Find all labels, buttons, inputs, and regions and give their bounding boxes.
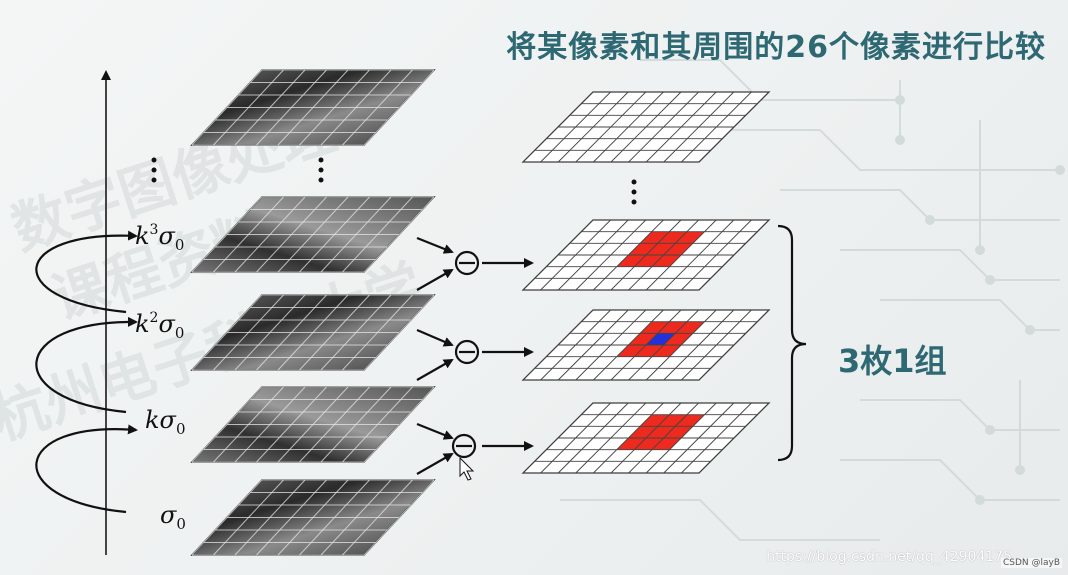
group-label: 3枚1组 [838, 342, 947, 380]
svg-text:kσ0: kσ0 [145, 406, 185, 438]
svg-text:k3σ0: k3σ0 [135, 222, 184, 254]
difference-arrows [416, 236, 534, 475]
scale-curve-arrows [35, 230, 138, 514]
mouse-cursor-icon [459, 456, 475, 481]
svg-text:k2σ0: k2σ0 [135, 310, 184, 342]
gaussian-layer [190, 386, 436, 463]
scale-label-k3: k3σ0 [135, 222, 184, 254]
gaussian-layer [190, 196, 436, 273]
gaussian-layers [190, 69, 436, 556]
dog-layer [521, 219, 771, 291]
gaussian-layer [190, 479, 436, 556]
dog-layer [521, 402, 771, 474]
gaussian-layer [190, 69, 436, 146]
dog-layer [521, 309, 771, 381]
minus-operator-1 [454, 250, 480, 276]
page-title: 将某像素和其周围的26个像素进行比较 [506, 30, 1046, 65]
dog-layers [521, 91, 771, 474]
gaussian-layer [190, 294, 436, 371]
svg-text:σ0: σ0 [160, 501, 186, 533]
scale-label-k2: k2σ0 [135, 310, 184, 342]
minus-operators [451, 250, 480, 459]
footer-credit: CSDN @layB [1000, 558, 1062, 568]
scale-label-k: kσ0 [145, 406, 185, 438]
dog-layer [521, 91, 771, 163]
scale-label-base: σ0 [160, 501, 186, 533]
group-bracket [777, 224, 807, 462]
ellipsis-dots [151, 157, 637, 205]
minus-operator-3 [451, 433, 477, 459]
footer-url: https://blog.csdn.net/qq_42904175 [766, 549, 1012, 565]
minus-operator-2 [454, 339, 480, 365]
